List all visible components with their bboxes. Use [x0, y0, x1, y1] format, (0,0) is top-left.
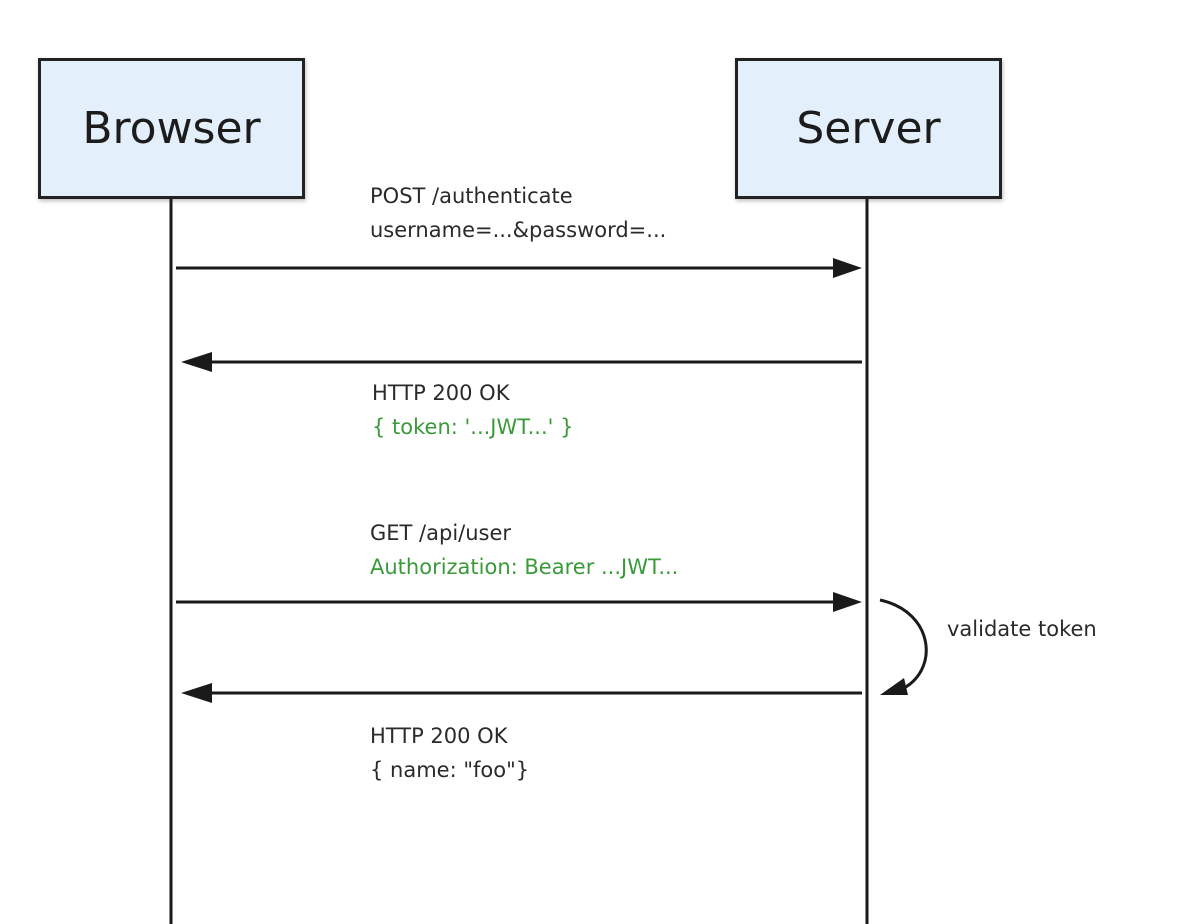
server-actor-box: Server — [735, 58, 1002, 199]
post-authenticate-arrowhead — [833, 258, 862, 278]
message-user-response: HTTP 200 OK { name: "foo"} — [370, 719, 529, 787]
validate-token-arrowhead — [880, 678, 908, 695]
message-user-line2: { name: "foo"} — [370, 758, 530, 782]
message-get-line1: GET /api/user — [370, 521, 512, 545]
message-token-line1: HTTP 200 OK — [372, 381, 510, 405]
message-post-line1: POST /authenticate — [370, 184, 573, 208]
message-post-authenticate: POST /authenticate username=...&password… — [370, 179, 666, 247]
message-post-line2: username=...&password=... — [370, 218, 667, 242]
browser-actor-box: Browser — [38, 58, 305, 199]
token-response-arrowhead — [181, 352, 212, 372]
server-actor-label: Server — [796, 103, 941, 154]
message-get-line2: Authorization: Bearer ...JWT... — [370, 555, 679, 579]
validate-token-note: validate token — [947, 617, 1097, 641]
user-response-arrowhead — [181, 683, 212, 703]
message-token-line2: { token: '...JWT...' } — [372, 415, 574, 439]
message-get-user: GET /api/user Authorization: Bearer ...J… — [370, 516, 678, 584]
message-token-response: HTTP 200 OK { token: '...JWT...' } — [372, 376, 573, 444]
get-user-arrowhead — [833, 592, 862, 612]
browser-actor-label: Browser — [82, 103, 261, 154]
validate-token-loop — [879, 598, 928, 692]
message-user-line1: HTTP 200 OK — [370, 724, 508, 748]
